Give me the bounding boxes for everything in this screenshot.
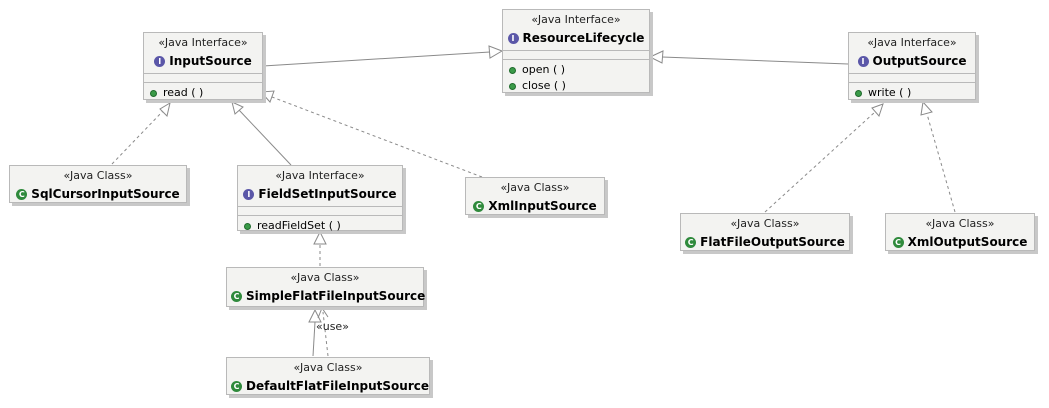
edge-inputsource-resourcelifecycle <box>262 51 491 67</box>
class-name: OutputSource <box>872 54 967 68</box>
attributes-section <box>144 73 262 82</box>
stereotype: «Java Class» <box>290 271 360 284</box>
class-name: XmlOutputSource <box>907 235 1028 249</box>
class-name: FieldSetInputSource <box>258 187 397 201</box>
public-method-icon <box>244 222 251 230</box>
stereotype: «Java Interface» <box>275 169 365 182</box>
class-icon: C <box>231 291 242 302</box>
attributes-section <box>503 50 649 59</box>
arrowhead-inputsource-c <box>259 90 275 103</box>
method-read[interactable]: read ( ) <box>150 85 256 101</box>
edge-outputsource-resourcelifecycle <box>661 56 849 65</box>
arrowhead-outputsource-b <box>920 100 933 116</box>
method-write[interactable]: write ( ) <box>855 85 969 101</box>
interface-icon: I <box>507 33 519 44</box>
method-readfieldset[interactable]: readFieldSet ( ) <box>244 218 396 234</box>
arrowhead-resourcelifecycle-left <box>488 45 504 59</box>
stereotype: «Java Class» <box>293 361 363 374</box>
stereotype: «Java Interface» <box>867 36 957 49</box>
stereotype: «Java Interface» <box>531 13 621 26</box>
public-method-icon <box>855 89 862 97</box>
arrowhead-use <box>317 306 329 319</box>
interface-icon: I <box>243 189 255 200</box>
public-method-icon <box>509 82 516 90</box>
class-icon: C <box>16 189 28 200</box>
edge-xmlinput-inputsource <box>271 96 483 178</box>
arrowhead-simpleflatfile-solid <box>308 308 322 323</box>
class-name: ResourceLifecycle <box>522 31 645 45</box>
class-name: InputSource <box>169 54 252 68</box>
public-method-icon <box>509 66 516 74</box>
attributes-section <box>238 206 402 215</box>
methods-section: readFieldSet ( ) <box>238 215 402 237</box>
edge-sqlcursor-inputsource <box>111 110 164 165</box>
arrowhead-inputsource-b <box>231 101 244 115</box>
methods-section: write ( ) <box>849 82 975 104</box>
method-close[interactable]: close ( ) <box>509 78 643 94</box>
class-icon: C <box>892 237 904 248</box>
stereotype: «Java Interface» <box>158 36 248 49</box>
arrowhead-fieldset <box>313 230 327 245</box>
use-dependency-label: «use» <box>316 320 349 333</box>
public-method-icon <box>150 89 157 97</box>
class-icon: C <box>231 381 242 392</box>
method-open[interactable]: open ( ) <box>509 62 643 78</box>
class-defaultflatfileinputsource[interactable]: «Java Class» C DefaultFlatFileInputSource <box>226 357 430 395</box>
class-name: XmlInputSource <box>488 199 597 213</box>
class-icon: C <box>685 237 697 248</box>
class-name: SimpleFlatFileInputSource <box>246 289 426 303</box>
edge-flatfileoutput-outputsource <box>764 111 876 213</box>
arrowhead-resourcelifecycle-right <box>648 50 664 64</box>
methods-section: read ( ) <box>144 82 262 104</box>
arrowhead-inputsource-a <box>159 101 171 117</box>
class-name: FlatFileOutputSource <box>700 235 845 249</box>
stereotype: «Java Class» <box>500 181 570 194</box>
stereotype: «Java Class» <box>63 169 133 182</box>
stereotype: «Java Class» <box>925 217 995 230</box>
interface-icon: I <box>857 56 869 67</box>
class-name: SqlCursorInputSource <box>31 187 180 201</box>
arrowhead-outputsource-a <box>871 103 884 117</box>
interface-icon: I <box>154 56 166 67</box>
class-simpleflatfileinputsource[interactable]: «Java Class» C SimpleFlatFileInputSource <box>226 267 426 307</box>
stereotype: «Java Class» <box>730 217 800 230</box>
methods-section: open ( ) close ( ) <box>503 59 649 97</box>
edge-xmloutput-outputsource <box>926 113 956 213</box>
edge-defaultflatfile-use <box>322 311 329 357</box>
class-icon: C <box>473 201 485 212</box>
class-name: DefaultFlatFileInputSource <box>246 379 429 393</box>
attributes-section <box>849 73 975 82</box>
edge-defaultflatfile-simpleflatfile <box>312 321 316 357</box>
edge-fieldset-inputsource <box>238 109 292 166</box>
